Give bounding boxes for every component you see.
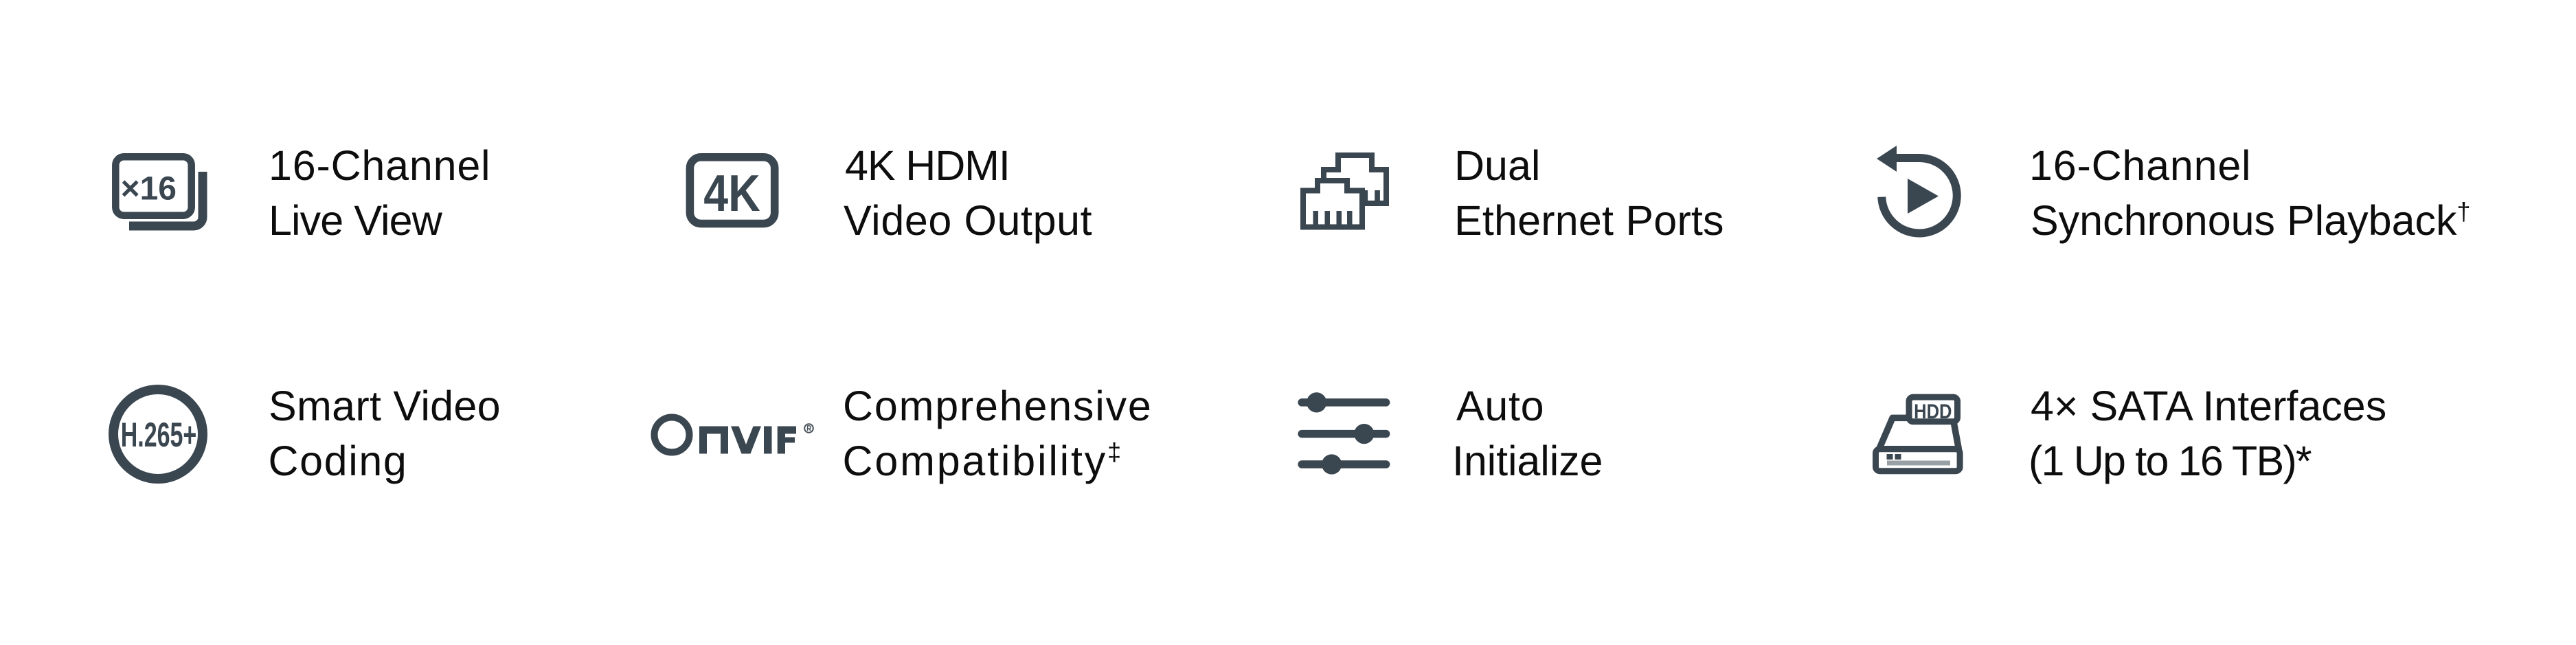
svg-text:H.265+: H.265+ bbox=[121, 416, 197, 455]
svg-text:×16: ×16 bbox=[121, 171, 177, 207]
svg-text:HDD: HDD bbox=[1914, 400, 1952, 422]
svg-text:4K: 4K bbox=[703, 164, 760, 222]
